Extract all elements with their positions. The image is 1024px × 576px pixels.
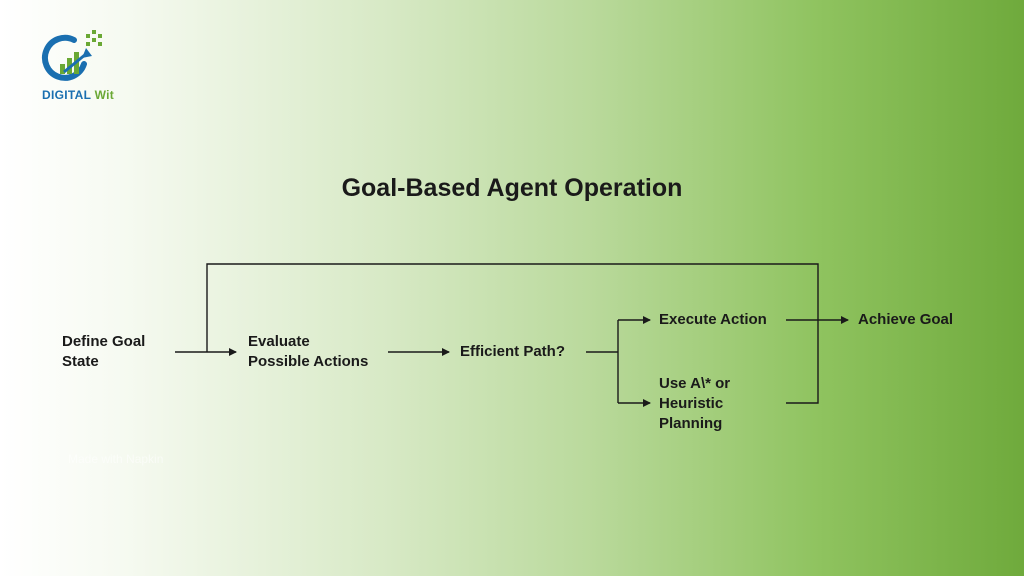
node-evaluate-actions: Evaluate Possible Actions bbox=[248, 333, 369, 370]
page-title: Goal-Based Agent Operation bbox=[341, 174, 683, 202]
logo-brand-accent: Wit bbox=[94, 88, 115, 102]
node-efficient-path: Efficient Path? bbox=[460, 343, 566, 360]
logo-mark-icon bbox=[42, 30, 102, 81]
loop-connector bbox=[206, 263, 819, 404]
logo-brand-main: DIGITAL bbox=[42, 88, 91, 102]
watermark: Made with Napkin bbox=[68, 452, 164, 466]
logo: DIGITAL Wit bbox=[40, 28, 140, 108]
logo-text: DIGITAL Wit bbox=[42, 88, 114, 102]
node-execute-action: Execute Action bbox=[659, 311, 767, 328]
node-use-astar: Use A\* or Heuristic Planning bbox=[659, 375, 731, 432]
node-define-goal: Define Goal State bbox=[62, 333, 146, 370]
node-achieve-goal: Achieve Goal bbox=[858, 311, 954, 328]
